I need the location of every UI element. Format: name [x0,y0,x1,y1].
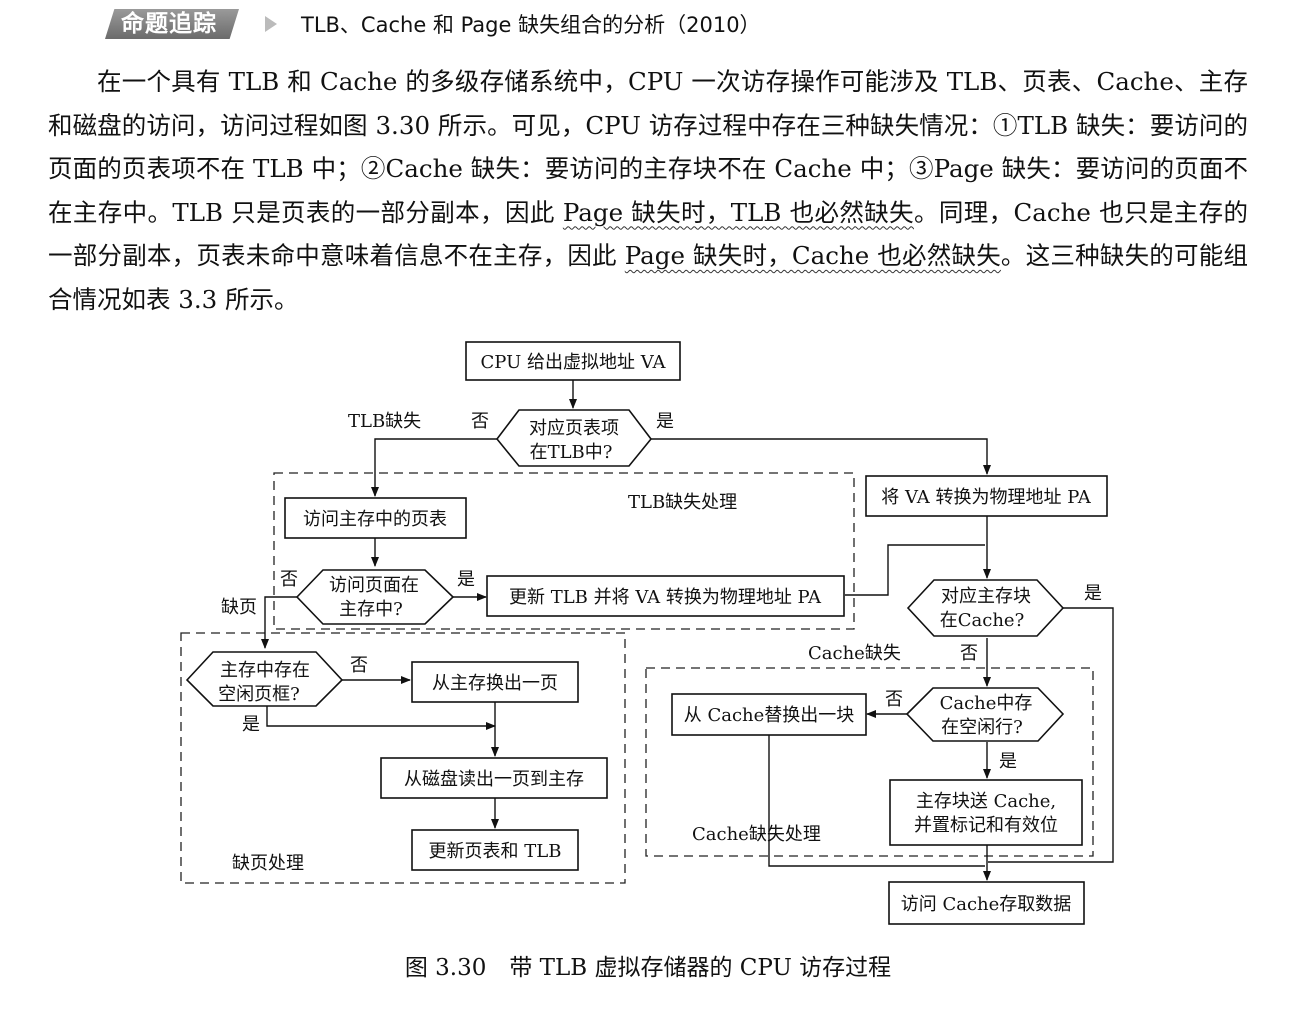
free-line-yes-label: 是 [999,751,1017,772]
page-check-label-2: 主存中? [339,599,403,620]
update-pt-tlb-box [411,829,579,871]
update-tlb-label: 更新 TLB 并将 VA 转换为物理地址 PA [509,587,822,608]
free-frame-no-label: 否 [350,655,368,676]
access-cache-box [888,881,1085,925]
paragraph-text-2: 。同理，Cache 也只是主存的一部分副本，页表未命中意味着信息不在主存，因此 [48,197,1248,271]
send-block-box [889,779,1083,846]
tlb-no-label: 否 [471,411,489,432]
access-cache-label: 访问 Cache存取数据 [901,894,1072,915]
va-to-pa-box [865,475,1108,517]
page-no-label: 否 [280,569,298,590]
replace-block-box [671,693,867,736]
connectors [261,380,1114,881]
page-check-label-1: 访问页面在 [329,575,419,596]
swap-out-page-box [411,661,579,703]
triangle-arrow-icon [265,16,277,32]
cache-miss-label: Cache缺失 [808,643,901,664]
access-page-table-label: 访问主存中的页表 [303,509,447,530]
dashed-regions [180,472,1094,884]
section-header: 命题追踪 TLB、Cache 和 Page 缺失组合的分析（2010） [105,6,761,42]
process-boxes [284,341,1108,925]
tlb-miss-label: TLB缺失 [348,411,421,432]
emphasis-2: Page 缺失时，Cache 也必然缺失 [624,241,1001,270]
body-paragraph: 在一个具有 TLB 和 Cache 的多级存储系统中，CPU 一次访存操作可能涉… [48,60,1248,321]
va-to-pa-label: 将 VA 转换为物理地址 PA [881,487,1091,508]
tlb-miss-handling-label: TLB缺失处理 [628,492,737,513]
cache-check-label-2: 在Cache? [940,610,1024,631]
cache-check-label-1: 对应主存块 [941,586,1031,607]
update-pt-tlb-label: 更新页表和 TLB [429,841,562,862]
figure-caption: 图 3.30 带 TLB 虚拟存储器的 CPU 访存过程 [404,955,892,981]
start-label: CPU 给出虚拟地址 VA [481,352,667,373]
free-line-label-2: 在空闲行? [941,717,1023,738]
swap-out-page-label: 从主存换出一页 [432,673,558,694]
section-title: TLB、Cache 和 Page 缺失组合的分析（2010） [301,13,761,37]
tlb-miss-region [273,472,855,630]
replace-block-label: 从 Cache替换出一块 [684,705,855,726]
tlb-yes-label: 是 [656,411,674,432]
cache-check-decision [906,579,1065,637]
free-frame-label-1: 主存中存在 [220,660,310,681]
page-fault-handling-label: 缺页处理 [232,853,304,874]
page-check-decision [295,569,455,625]
page-fault-region [180,632,626,884]
tlb-check-label-2: 在TLB中? [530,442,613,463]
cache-yes-label: 是 [1084,583,1102,604]
access-page-table-box [284,497,467,539]
decision-nodes [185,409,1065,742]
send-block-label-2: 并置标记和有效位 [914,815,1058,836]
page-yes-label: 是 [457,569,475,590]
read-disk-box [380,757,608,799]
read-disk-label: 从磁盘读出一页到主存 [404,769,584,790]
cache-no-label: 否 [960,643,978,664]
paragraph-text-3: 。这三种缺失的可能组合情况如表 3.3 所示。 [48,241,1248,314]
tlb-check-label-1: 对应页表项 [529,418,619,439]
flow-labels: CPU 给出虚拟地址 VA 对应页表项 在TLB中? TLB缺失 否 是 TLB… [218,352,1102,915]
send-block-label-1: 主存块送 Cache, [916,791,1056,812]
start-box [465,341,681,381]
free-line-label-1: Cache中存 [940,693,1033,714]
topic-badge: 命题追踪 [105,9,239,39]
cache-miss-handling-label: Cache缺失处理 [692,824,821,845]
cache-miss-region [645,667,1094,857]
paragraph-text-1: 在一个具有 TLB 和 Cache 的多级存储系统中，CPU 一次访存操作可能涉… [48,67,1248,227]
update-tlb-box [486,575,845,617]
free-line-no-label: 否 [885,689,903,710]
free-frame-decision [185,651,344,707]
free-line-decision [905,687,1065,742]
page-fault-label: 缺页 [221,597,257,618]
free-frame-yes-label: 是 [242,714,260,735]
free-frame-label-2: 空闲页框? [218,684,300,705]
tlb-check-decision [495,409,653,467]
emphasis-1: Page 缺失时，TLB 也必然缺失 [562,197,914,227]
